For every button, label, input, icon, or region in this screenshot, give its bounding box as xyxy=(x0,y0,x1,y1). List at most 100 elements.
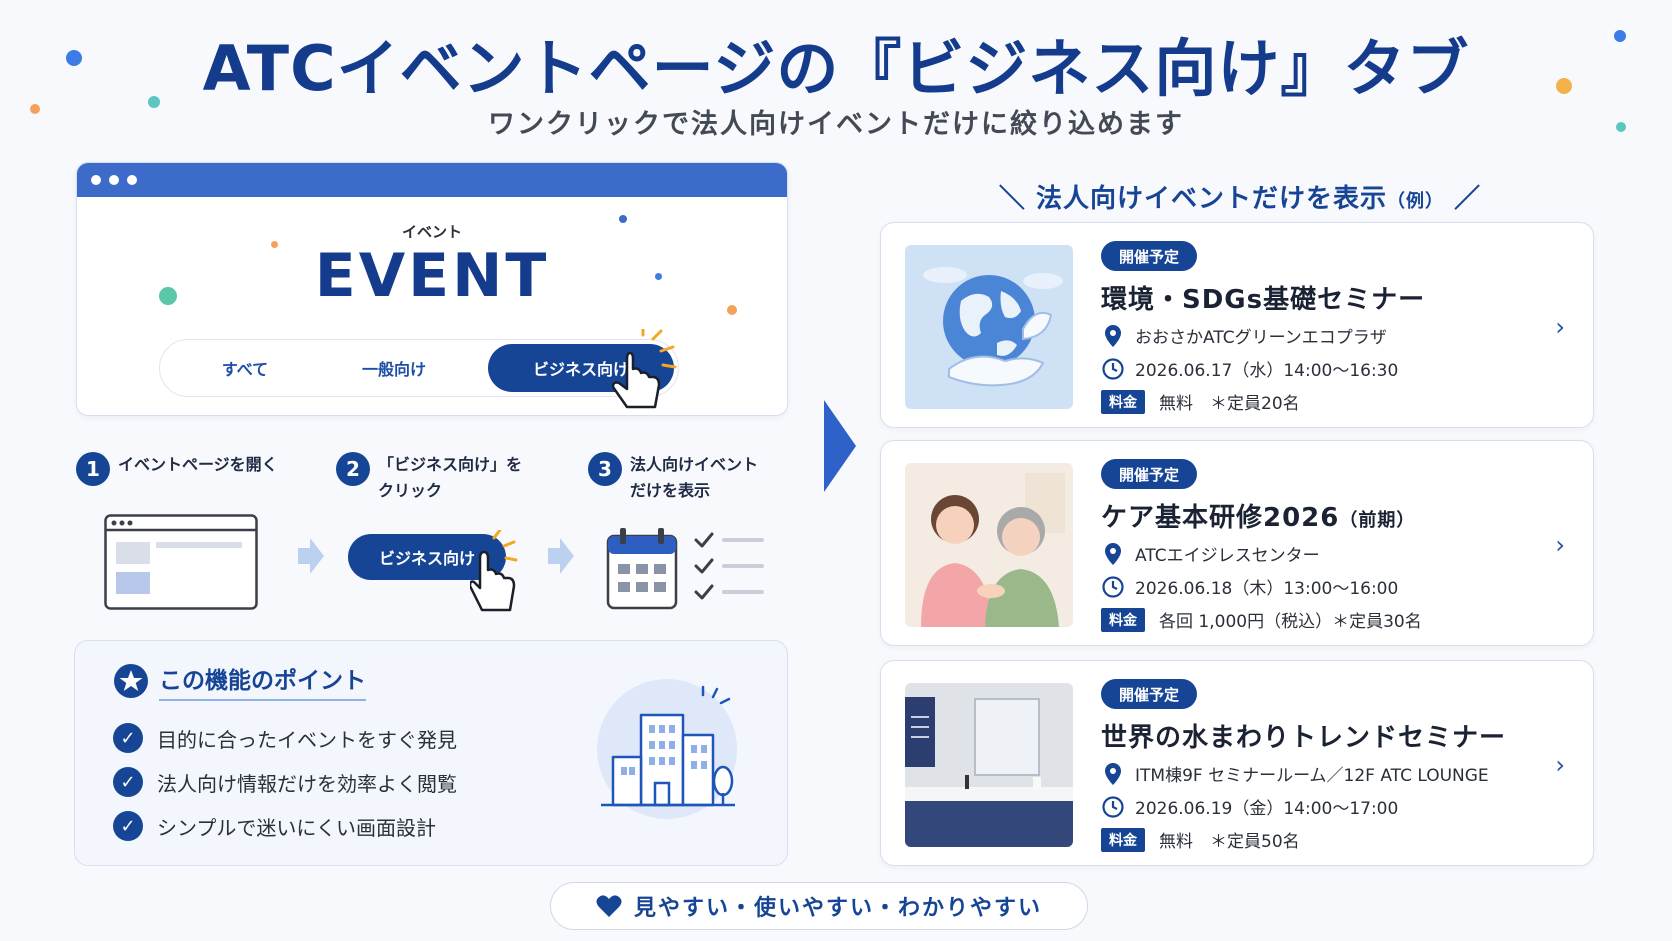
chevron-right-icon[interactable]: › xyxy=(1555,751,1565,779)
tab-all[interactable]: すべて xyxy=(221,360,269,379)
status-badge: 開催予定 xyxy=(1101,459,1198,489)
decor-dot xyxy=(271,241,278,248)
event-title: ケア基本研修2026（前期） xyxy=(1101,497,1415,534)
event-image-globe xyxy=(905,245,1073,409)
fee-text: 無料 ＊定員50名 xyxy=(1159,832,1300,852)
fee-label: 料金 xyxy=(1101,389,1145,414)
event-title-text: 環境・SDGs基礎セミナー xyxy=(1101,285,1426,315)
point-text: 法人向け情報だけを効率よく閲覧 xyxy=(157,771,457,796)
decor-dot xyxy=(30,104,40,114)
point-item: ✓ シンプルで迷いにくい画面設計 xyxy=(113,811,436,841)
slash-decor: ／ xyxy=(1454,184,1482,214)
decor-dot xyxy=(148,96,160,108)
check-icon: ✓ xyxy=(113,767,143,797)
office-building-icon xyxy=(597,679,737,819)
point-item: ✓ 法人向け情報だけを効率よく閲覧 xyxy=(113,767,457,797)
event-heading: EVENT xyxy=(314,241,550,311)
datetime-text: 2026.06.19（金）14:00〜17:00 xyxy=(1135,799,1399,819)
step-1: 1 イベントページを開く xyxy=(76,452,278,486)
point-text: 目的に合ったイベントをすぐ発見 xyxy=(157,727,457,752)
event-card[interactable]: 開催予定 環境・SDGs基礎セミナー おおさかATCグリーンエコプラザ 2026… xyxy=(880,222,1594,428)
flow-arrow-icon xyxy=(298,538,324,574)
step-number: 2 xyxy=(336,452,370,486)
clock-icon xyxy=(1101,795,1125,819)
pointer-hand-icon xyxy=(470,530,518,612)
slash-decor: ＼ xyxy=(998,184,1036,214)
chevron-right-icon[interactable]: › xyxy=(1555,531,1565,559)
event-kana-label: イベント xyxy=(401,223,462,241)
fee-label: 料金 xyxy=(1101,607,1145,632)
step-number: 1 xyxy=(76,452,110,486)
location-text: ATCエイジレスセンター xyxy=(1135,546,1320,566)
event-fee: 料金 無料 ＊定員20名 xyxy=(1101,389,1300,414)
event-title: 世界の水まわりトレンドセミナー xyxy=(1101,717,1506,754)
point-item: ✓ 目的に合ったイベントをすぐ発見 xyxy=(113,723,457,753)
event-title-text: 世界の水まわりトレンドセミナー xyxy=(1101,723,1507,753)
decor-dot xyxy=(655,273,662,280)
location-text: ITM棟9F セミナールーム／12F ATC LOUNGE xyxy=(1135,766,1489,786)
event-card[interactable]: 開催予定 ケア基本研修2026（前期） ATCエイジレスセンター 2026.06… xyxy=(880,440,1594,646)
star-badge-icon xyxy=(114,664,148,698)
status-badge: 開催予定 xyxy=(1101,679,1198,709)
fee-text: 各回 1,000円（税込）＊定員30名 xyxy=(1159,612,1422,632)
results-heading: ＼ 法人向けイベントだけを表示（例） ／ xyxy=(880,178,1600,215)
results-heading-text: 法人向けイベントだけを表示 xyxy=(1035,184,1387,214)
chevron-right-icon[interactable]: › xyxy=(1555,313,1565,341)
clock-icon xyxy=(1101,357,1125,381)
points-title-row: この機能のポイント xyxy=(113,661,366,701)
step-2: 2 「ビジネス向け」を クリック xyxy=(336,452,522,504)
decor-dot xyxy=(1556,78,1572,94)
event-location: ITM棟9F セミナールーム／12F ATC LOUNGE xyxy=(1101,761,1489,786)
point-text: シンプルで迷いにくい画面設計 xyxy=(157,815,436,840)
step-text: 「ビジネス向け」を クリック xyxy=(378,455,523,500)
status-badge: 開催予定 xyxy=(1101,241,1198,271)
footer-text: 見やすい・使いやすい・わかりやすい xyxy=(633,896,1042,921)
tab-bar: すべて 一般向け ビジネス向け xyxy=(159,339,679,397)
footer-tagline: 見やすい・使いやすい・わかりやすい xyxy=(550,882,1088,930)
event-title-note: （前期） xyxy=(1339,510,1416,531)
clock-icon xyxy=(1101,575,1125,599)
event-card[interactable]: 開催予定 世界の水まわりトレンドセミナー ITM棟9F セミナールーム／12F … xyxy=(880,660,1594,866)
decor-dot xyxy=(159,287,177,305)
decor-dot xyxy=(727,305,737,315)
window-dot xyxy=(109,175,119,185)
decor-dot xyxy=(66,50,82,66)
location-pin-icon xyxy=(1101,324,1125,348)
pointer-hand-icon xyxy=(611,329,677,409)
decor-dot xyxy=(1614,30,1626,42)
step-text: イベントページを開く xyxy=(118,455,278,474)
event-location: ATCエイジレスセンター xyxy=(1101,541,1320,566)
decor-dot xyxy=(619,215,627,223)
check-icon: ✓ xyxy=(113,723,143,753)
step-number: 3 xyxy=(588,452,622,486)
feature-points-panel: この機能のポイント ✓ 目的に合ったイベントをすぐ発見 ✓ 法人向け情報だけを効… xyxy=(74,640,788,866)
checklist-icon xyxy=(694,532,764,600)
heart-icon xyxy=(596,895,622,917)
page-title: ATCイベントページの『ビジネス向け』タブ xyxy=(202,32,1470,105)
event-datetime: 2026.06.19（金）14:00〜17:00 xyxy=(1101,794,1398,819)
event-fee: 料金 各回 1,000円（税込）＊定員30名 xyxy=(1101,607,1422,632)
event-image-washroom xyxy=(905,683,1073,847)
results-heading-note: （例） xyxy=(1387,191,1444,212)
decor-dot xyxy=(1616,122,1626,132)
location-pin-icon xyxy=(1101,542,1125,566)
event-image-care xyxy=(905,463,1073,627)
tab-general[interactable]: 一般向け xyxy=(361,360,426,379)
browser-titlebar xyxy=(77,163,787,197)
event-datetime: 2026.06.17（水）14:00〜16:30 xyxy=(1101,356,1398,381)
flow-arrow-icon xyxy=(548,538,574,574)
calendar-icon xyxy=(606,528,678,610)
browser-mockup: イベント EVENT すべて 一般向け ビジネス向け xyxy=(76,162,788,416)
event-datetime: 2026.06.18（木）13:00〜16:00 xyxy=(1101,574,1398,599)
step-3: 3 法人向けイベント だけを表示 xyxy=(588,452,758,504)
fee-text: 無料 ＊定員20名 xyxy=(1159,394,1300,414)
big-arrow-icon xyxy=(824,400,856,492)
window-dot xyxy=(127,175,137,185)
event-title-text: ケア基本研修2026 xyxy=(1101,503,1340,533)
fee-label: 料金 xyxy=(1101,827,1145,852)
datetime-text: 2026.06.17（水）14:00〜16:30 xyxy=(1135,361,1399,381)
event-title: 環境・SDGs基礎セミナー xyxy=(1101,279,1425,316)
window-dot xyxy=(91,175,101,185)
datetime-text: 2026.06.18（木）13:00〜16:00 xyxy=(1135,579,1399,599)
step-text: 法人向けイベント だけを表示 xyxy=(630,455,759,500)
